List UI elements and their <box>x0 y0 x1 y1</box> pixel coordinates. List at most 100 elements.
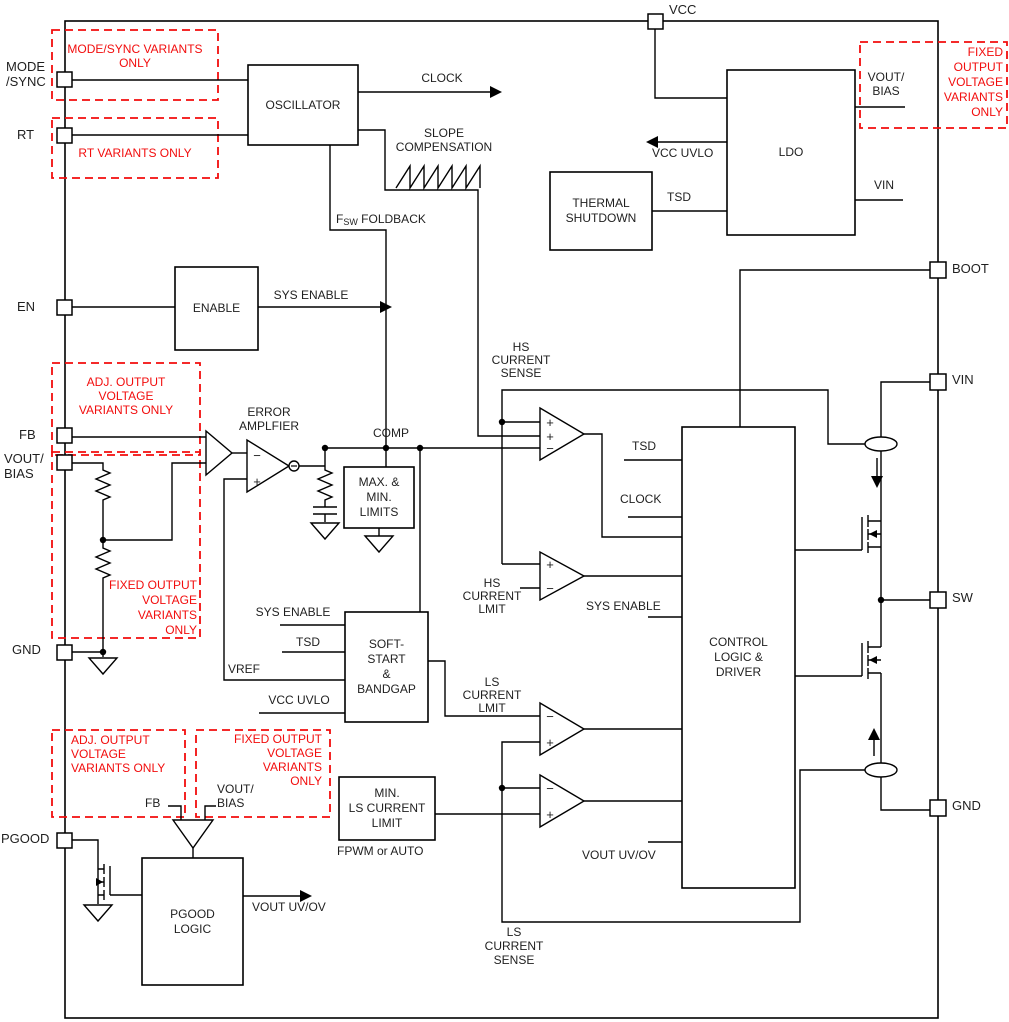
maxmin-line1: MAX. & <box>358 475 400 489</box>
pin-vout-bias <box>56 454 73 471</box>
pin-label-vin: VIN <box>952 372 974 387</box>
hs-sense-line2: CURRENT <box>491 353 551 367</box>
ground-symbols <box>82 522 395 923</box>
min-ls-limit-label: MIN. LS CURRENT LIMIT <box>339 777 435 840</box>
vap-3: VARIANTS ONLY <box>71 761 166 775</box>
ls-sense-line1: LS <box>506 925 522 939</box>
vfp-4: ONLY <box>290 774 322 788</box>
hs-limit-line2: CURRENT <box>462 589 522 603</box>
minls-line3: LIMIT <box>371 816 403 830</box>
maxmin-line2: MIN. <box>366 490 392 504</box>
error-amplifier-triangle <box>246 438 291 494</box>
pin-label-sw: SW <box>952 590 973 605</box>
comp-rc-network <box>313 466 337 522</box>
variant-text-rt: RT VARIANTS ONLY <box>78 146 192 160</box>
ls-fet-body-arrow <box>869 656 877 664</box>
variant-text-fixed-ldo: FIXED OUTPUT VOLTAGE VARIANTS ONLY <box>944 45 1003 120</box>
pwm-plus2: + <box>546 429 554 444</box>
variant-box-rt <box>51 117 219 179</box>
error-amp-minus: − <box>253 448 261 463</box>
variant-text-mode-sync: MODE/SYNC VARIANTS ONLY <box>67 42 202 70</box>
pin-sw <box>929 591 947 609</box>
pin-label-pgood: PGOOD <box>1 831 50 846</box>
wires <box>72 29 930 923</box>
vaf-1: ADJ. OUTPUT <box>86 375 166 389</box>
fsw-foldback-label: FSW FOLDBACK <box>336 212 426 229</box>
hs-current-sense-label: HS CURRENT SENSE <box>492 341 551 380</box>
vout-uvov-label-control: VOUT UV/OV <box>582 848 656 862</box>
oscillator-text: OSCILLATOR <box>265 97 341 112</box>
vfd-4: ONLY <box>165 623 197 637</box>
variant-box-fixed-pgood <box>195 729 331 818</box>
enable-label: ENABLE <box>175 267 258 350</box>
thermal-line2: SHUTDOWN <box>565 211 637 225</box>
pin-pgood <box>56 832 73 849</box>
ls-limit-line3: LMIT <box>478 701 506 715</box>
pin-label-mode-sync: MODE /SYNC <box>6 59 46 89</box>
hs-fet-body-arrow <box>869 530 877 538</box>
pin-label-gnd-left: GND <box>12 642 41 657</box>
vfd-3: VARIANTS <box>137 608 197 622</box>
hs-limit-minus: − <box>546 581 554 596</box>
sys-enable-label-softstart: SYS ENABLE <box>255 605 331 619</box>
pgood-logic-block <box>141 857 244 986</box>
ldo-label: LDO <box>727 70 855 235</box>
hs-current-limit-label: HS CURRENT LMIT <box>463 577 522 616</box>
maxmin-line3: LIMITS <box>359 505 399 519</box>
variant-box-adj-pgood <box>51 729 186 818</box>
enable-text: ENABLE <box>192 301 241 315</box>
vfl-1: FIXED <box>967 45 1003 59</box>
tsd-label-softstart: TSD <box>296 635 320 649</box>
ls-sense-line3: SENSE <box>493 953 535 967</box>
max-min-limits-block <box>343 466 415 529</box>
variant-text-adj-fb: ADJ. OUTPUT VOLTAGE VARIANTS ONLY <box>79 375 173 417</box>
pin-boot <box>929 261 947 279</box>
variant-box-mode-sync <box>51 29 219 101</box>
ls-limit-line2: CURRENT <box>462 688 522 702</box>
ls-limit-minus: − <box>546 709 554 724</box>
pin-label-en: EN <box>17 299 36 314</box>
clock-arrowhead <box>490 86 502 98</box>
vfp-2: VOLTAGE <box>267 746 322 760</box>
vcc-uvlo-label-ldo: VCC UVLO <box>652 146 714 160</box>
thermal-shutdown-label: THERMAL SHUTDOWN <box>550 172 652 250</box>
pwm-minus: − <box>546 441 554 456</box>
vfl-2: OUTPUT <box>953 60 1003 74</box>
min-ls-minus: − <box>546 781 554 796</box>
softstart-line1: SOFT- <box>368 637 405 651</box>
pgood-bias-line: BIAS <box>217 796 245 810</box>
vref-label: VREF <box>228 662 261 676</box>
soft-start-bandgap-block <box>344 611 429 723</box>
ldo-bias-line: BIAS <box>872 84 900 98</box>
control-line1: CONTROL <box>709 635 768 649</box>
pin-mode-sync <box>56 71 73 88</box>
control-line3: DRIVER <box>715 665 762 679</box>
clock-label-control: CLOCK <box>620 492 662 506</box>
min-ls-current-limit-block <box>338 776 436 841</box>
tsd-label-control: TSD <box>632 439 656 453</box>
minls-line2: LS CURRENT <box>348 801 426 815</box>
max-min-limits-label: MAX. & MIN. LIMITS <box>344 467 414 528</box>
pgood-logic-label: PGOOD LOGIC <box>142 858 243 985</box>
pgood-fet-body-arrow <box>96 878 103 886</box>
thermal-line1: THERMAL <box>572 196 630 210</box>
hs-limit-line1: HS <box>483 576 501 590</box>
fb-select-buffer <box>205 429 234 477</box>
junction-dots <box>99 418 885 792</box>
variant-box-fixed-ldo <box>859 41 1008 129</box>
pin-rt <box>56 127 73 144</box>
pin-squares <box>56 13 947 849</box>
ls-limit-plus: + <box>546 735 554 750</box>
ls-current-sense-label: LS CURRENT SENSE <box>485 925 544 967</box>
variant-box-adj-fb <box>51 362 201 456</box>
fb-label-pgood: FB <box>145 796 161 810</box>
vout-uvov-label-pgood: VOUT UV/OV <box>252 900 326 914</box>
pgood-fet <box>72 839 142 904</box>
chip-outline <box>64 20 939 1019</box>
pgood-vout-line: VOUT/ <box>217 782 254 796</box>
error-amp-line1: ERROR <box>247 405 291 419</box>
control-logic-driver-block <box>681 426 796 889</box>
pin-en <box>56 299 73 316</box>
